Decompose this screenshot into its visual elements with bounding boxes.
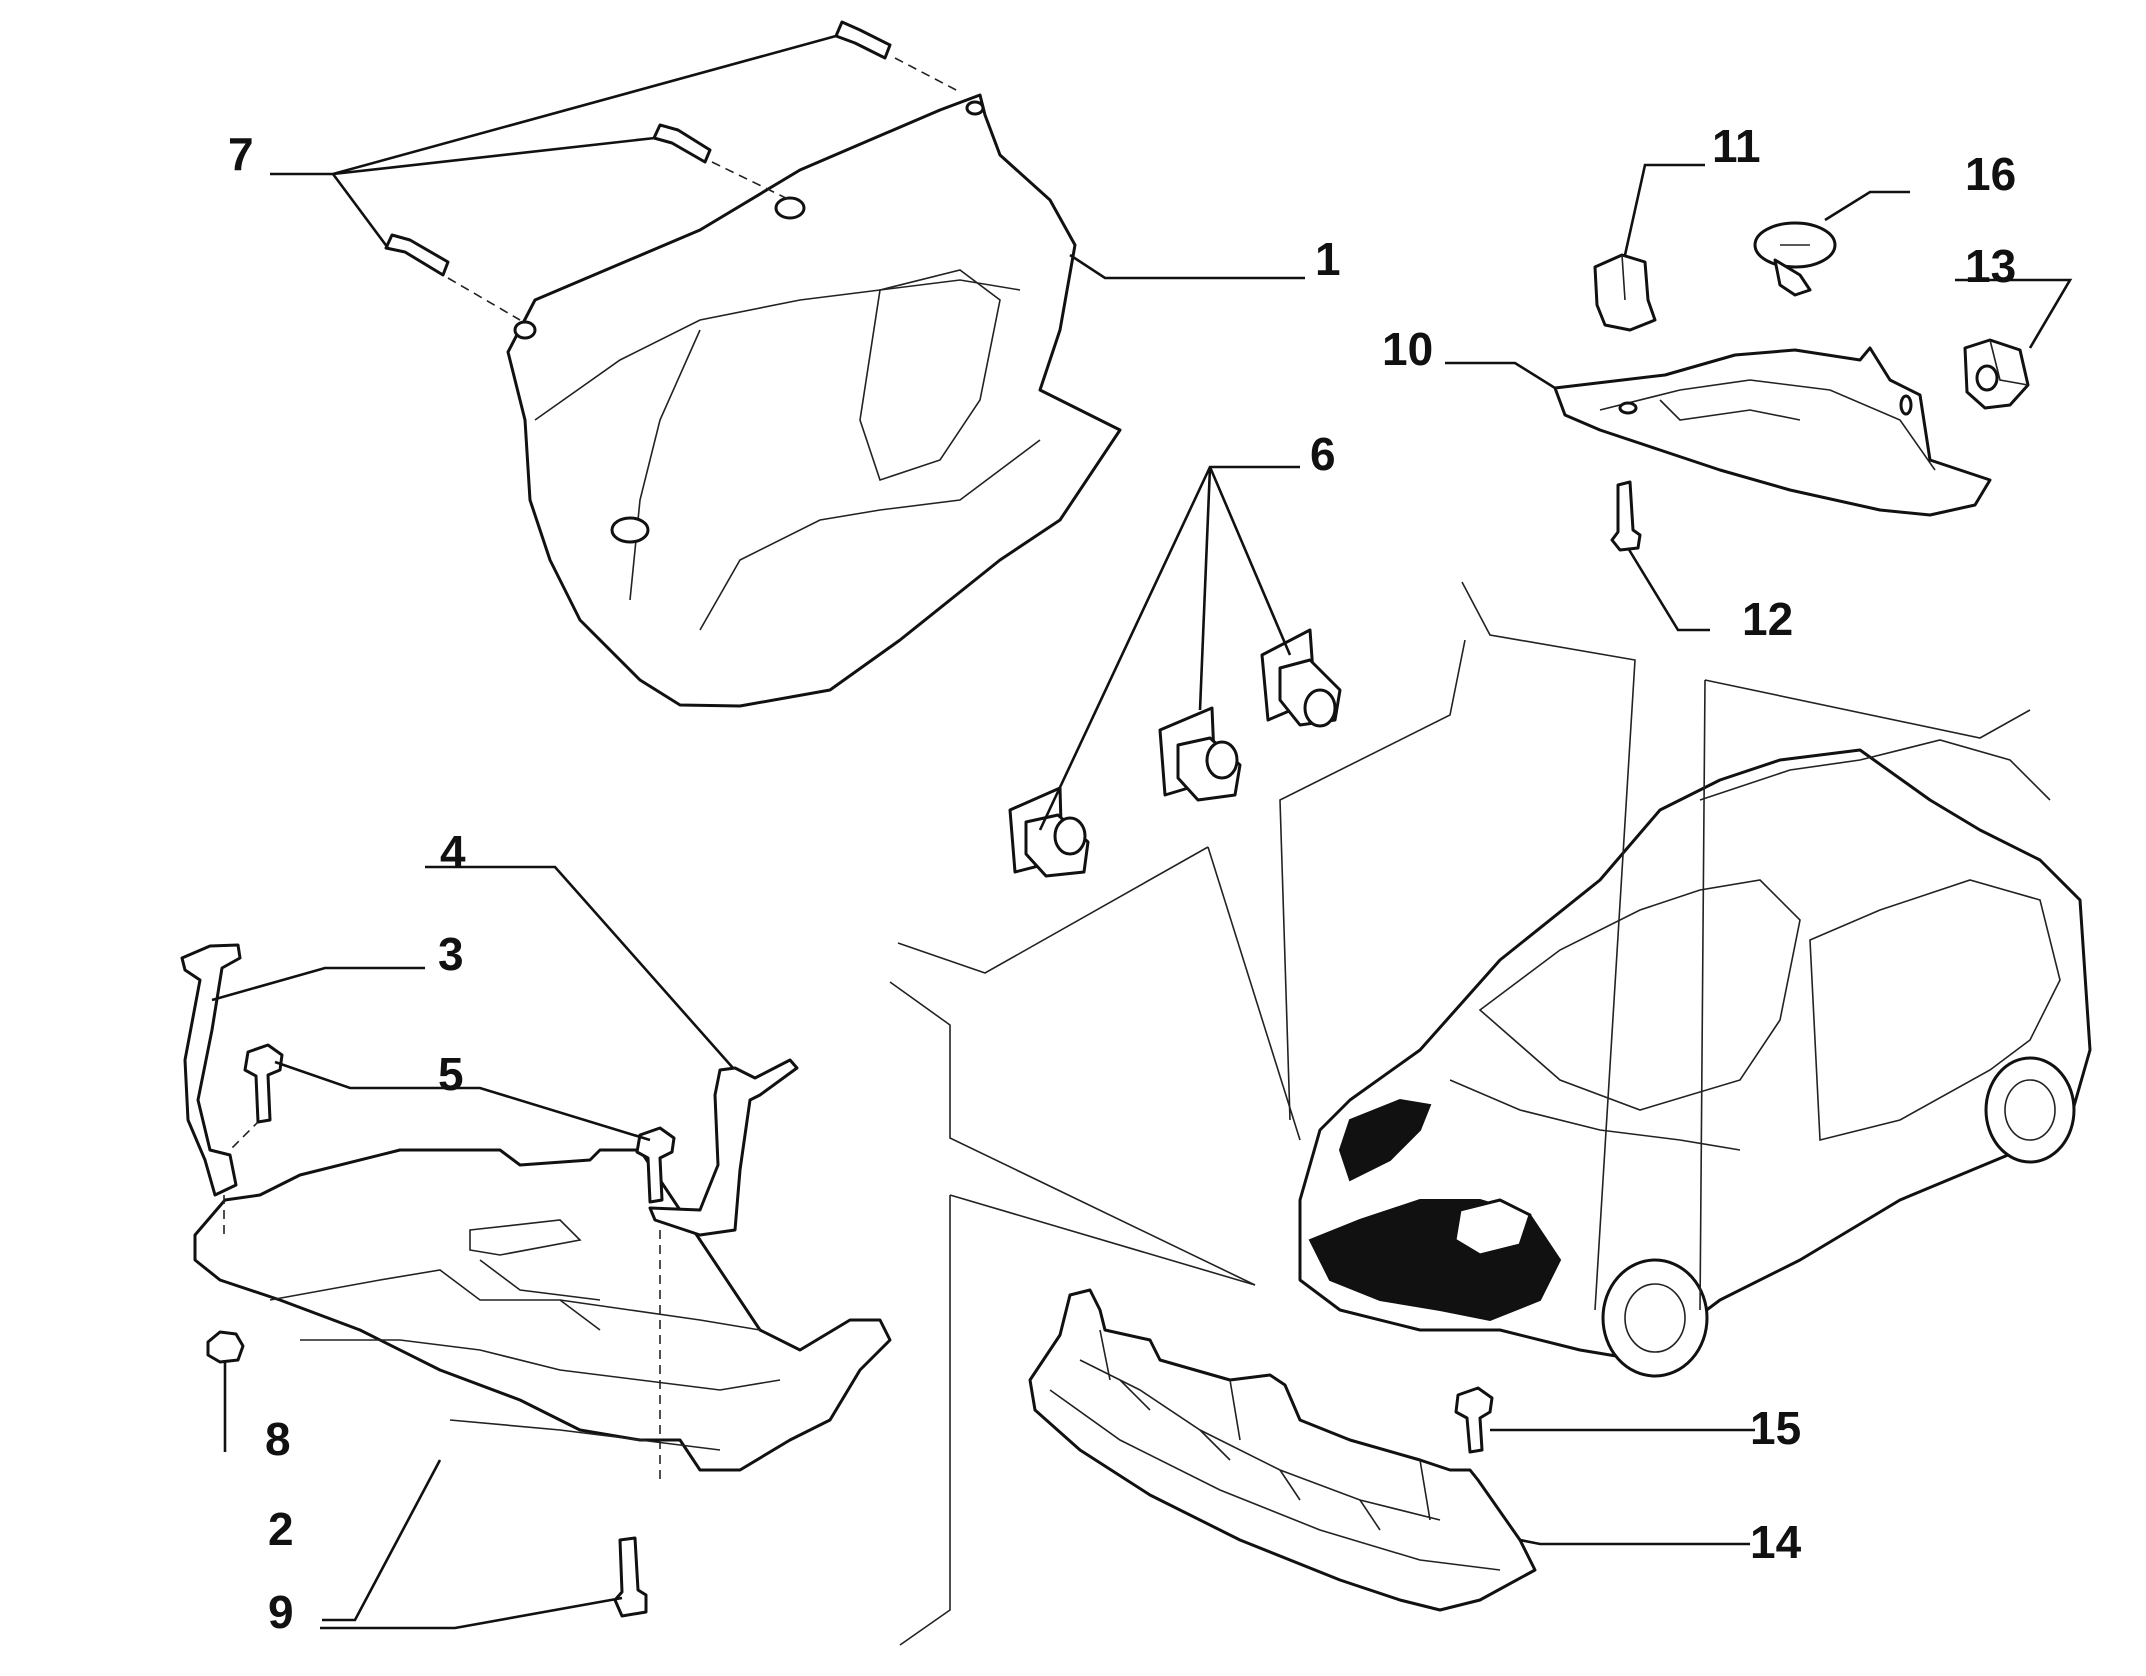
callout-label-13: 13 — [1965, 240, 2016, 292]
leader-lines — [211, 34, 2073, 1646]
bracket-icon — [180, 943, 242, 1197]
bolt-icon — [1454, 1386, 1494, 1454]
callout-label-5: 5 — [438, 1048, 464, 1100]
car-icon — [1298, 739, 2092, 1378]
rubber-mount-icon — [1260, 628, 1342, 728]
bolt-icon — [613, 1536, 648, 1618]
callout-label-16: 16 — [1965, 148, 2016, 200]
callout-labels: 7 1 11 16 13 10 6 12 4 3 5 8 15 2 14 9 — [228, 120, 2016, 1638]
rubber-mount-icon — [1008, 786, 1090, 878]
callout-label-14: 14 — [1750, 1516, 1802, 1568]
front-trim-panel-icon — [1553, 346, 1992, 517]
callout-label-6: 6 — [1310, 428, 1336, 480]
front-under-panel-icon — [1028, 1288, 1537, 1612]
bracket-icon — [648, 1058, 799, 1237]
clip-icon — [1963, 338, 2030, 410]
callout-label-1: 1 — [1315, 233, 1341, 285]
bolt-icon — [1610, 480, 1642, 552]
callout-label-4: 4 — [440, 826, 466, 878]
callout-label-12: 12 — [1742, 593, 1793, 645]
callout-label-7: 7 — [228, 128, 254, 180]
engine-splash-shield-icon — [506, 93, 1122, 708]
callout-label-10: 10 — [1382, 323, 1433, 375]
bolt-icon — [243, 1043, 676, 1204]
callout-label-9: 9 — [268, 1586, 294, 1638]
callout-label-11: 11 — [1712, 120, 1761, 172]
callout-label-3: 3 — [438, 928, 464, 980]
bolt-icon — [384, 20, 892, 277]
rubber-mount-icon — [1158, 706, 1242, 802]
callout-label-8: 8 — [265, 1413, 291, 1465]
underbody-skid-plate-icon — [193, 1148, 892, 1472]
callout-label-2: 2 — [268, 1503, 294, 1555]
nut-icon — [206, 1330, 245, 1364]
clip-icon — [1753, 221, 1837, 297]
callout-label-15: 15 — [1750, 1402, 1801, 1454]
clip-icon — [1593, 253, 1657, 332]
